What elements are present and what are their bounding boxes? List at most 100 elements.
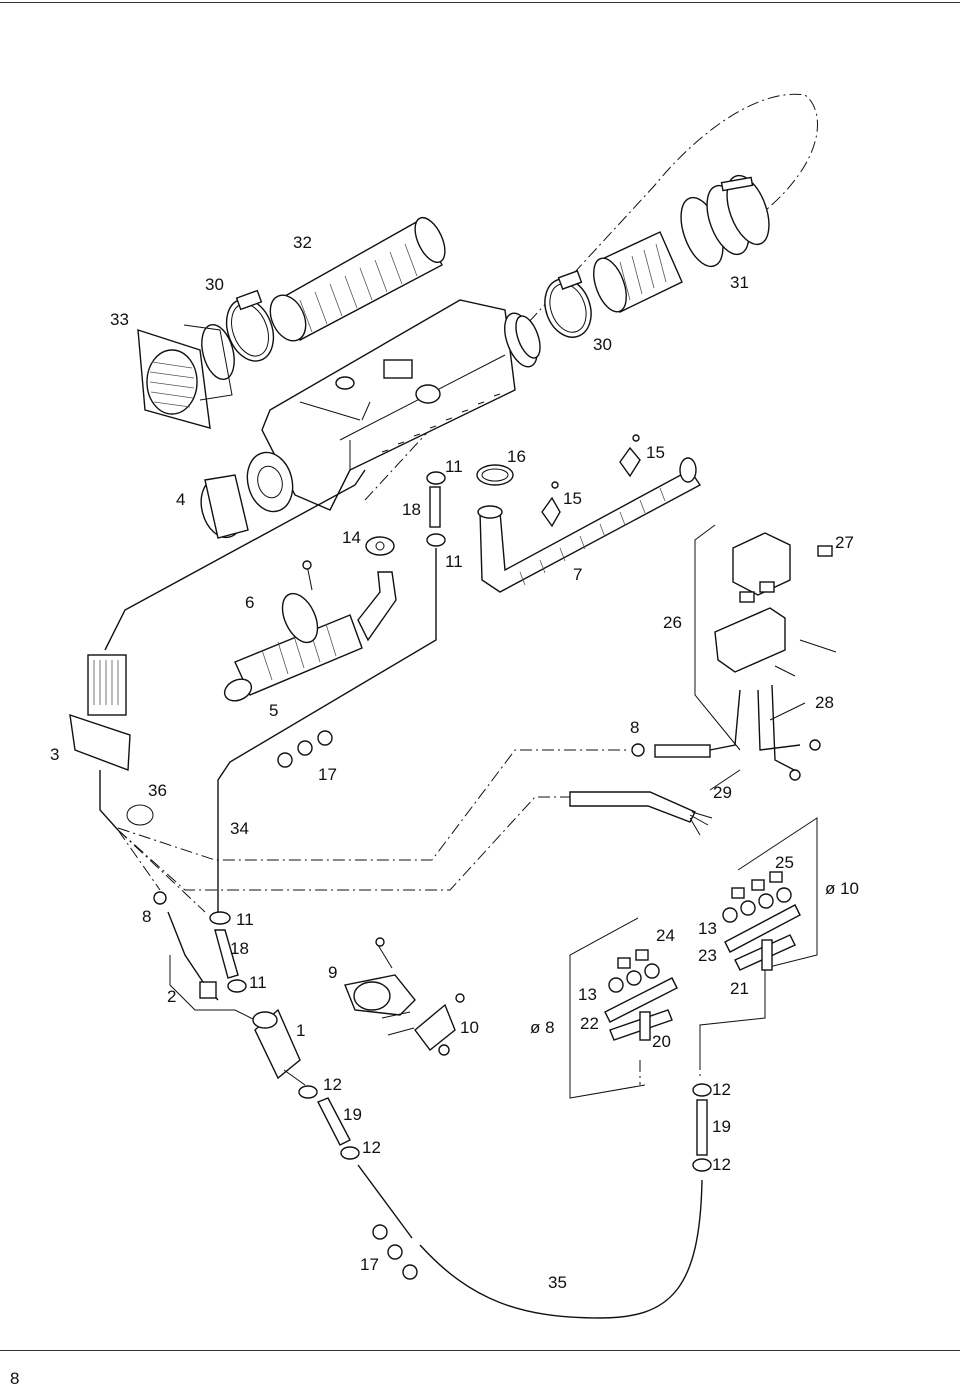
fuel-hose-18-low: [214, 929, 239, 979]
relay-26: [732, 532, 791, 596]
label-2: 2: [167, 987, 176, 1006]
label-18-low: 18: [230, 939, 249, 958]
label-11-a: 11: [445, 457, 463, 476]
label-15-b: 15: [563, 489, 582, 508]
label-16: 16: [507, 447, 526, 466]
connector-kit-diameter-8: [604, 949, 678, 1041]
label-1: 1: [296, 1021, 305, 1040]
route-line-wiring-3: [117, 829, 161, 891]
label-35: 35: [548, 1273, 567, 1292]
clamp-11-a: [426, 471, 446, 485]
wiring-harness-3: [69, 469, 366, 831]
label-19-b: 19: [712, 1117, 731, 1136]
label-12-d: 12: [712, 1155, 731, 1174]
label-8-top: 8: [630, 718, 639, 737]
clamp-11-d: [227, 979, 247, 993]
label-9: 9: [328, 963, 337, 982]
warm-air-hose-32: [269, 216, 446, 342]
label-11-b: 11: [445, 552, 463, 571]
pipe-clip-15-a: [541, 481, 561, 528]
clamp-12-b: [340, 1146, 360, 1160]
label-18-top: 18: [402, 500, 421, 519]
fuel-line-34: [217, 548, 437, 912]
fuse-27: [817, 545, 833, 557]
wire-seal-2: [167, 911, 219, 1001]
label-13-a: 13: [698, 919, 717, 938]
label-6: 6: [245, 593, 254, 612]
label-10: 10: [460, 1018, 479, 1037]
fuse-holder-base: [714, 581, 837, 677]
label-17-bottom: 17: [360, 1255, 379, 1274]
hose-clamp-30-right: [544, 270, 592, 338]
label-o8: ø 8: [530, 1018, 555, 1037]
fuel-pump-1: [252, 1008, 306, 1086]
label-13-b: 13: [578, 985, 597, 1004]
clamp-11-b: [426, 533, 446, 547]
bracket-frame-relay-kit: [694, 524, 741, 751]
part-labels: 32 30 33 31 30 16 15 15 11 4 18 14 11 7 …: [50, 233, 859, 1292]
label-o10: ø 10: [825, 879, 859, 898]
cable-tie-36: [126, 804, 154, 826]
label-5: 5: [269, 701, 278, 720]
pipe-clip-15-b: [619, 434, 641, 478]
label-23: 23: [698, 946, 717, 965]
fuel-line-35: [357, 1164, 703, 1319]
label-21: 21: [730, 979, 749, 998]
label-24: 24: [656, 926, 675, 945]
air-outlet-grille-33: [137, 323, 235, 429]
label-17-top: 17: [318, 765, 337, 784]
leader-line-28: [769, 702, 806, 721]
pipe-clamps-17-bottom: [372, 1224, 418, 1280]
pipe-clamps-17-top: [277, 730, 333, 768]
label-12-c: 12: [362, 1138, 381, 1157]
route-line-wiring-2: [117, 796, 570, 891]
exploded-view-drawing: 32 30 33 31 30 16 15 15 11 4 18 14 11 7 …: [50, 93, 859, 1319]
clamp-12-c: [692, 1083, 712, 1097]
clamp-11-c: [209, 911, 231, 925]
label-36: 36: [148, 781, 167, 800]
fuel-hose-18-top: [429, 486, 441, 528]
label-15-a: 15: [646, 443, 665, 462]
label-29: 29: [713, 783, 732, 802]
bottom-rule: [0, 1350, 960, 1351]
route-line-exhaust-loop: [364, 93, 818, 501]
bracket-frame-fuel-pump: [169, 955, 256, 1021]
label-26: 26: [663, 613, 682, 632]
label-14: 14: [342, 528, 361, 547]
label-4: 4: [176, 490, 185, 509]
screw-6: [302, 560, 313, 591]
label-27: 27: [835, 533, 854, 552]
clamp-12-a: [298, 1085, 318, 1099]
hose-clamp-16: [476, 464, 514, 486]
grommet-8-left: [153, 891, 167, 905]
label-31: 31: [730, 273, 749, 292]
label-12-a: 12: [323, 1075, 342, 1094]
label-12-b: 12: [712, 1080, 731, 1099]
top-rule: [0, 2, 960, 3]
label-22: 22: [580, 1014, 599, 1033]
fuse-wires-28: [709, 684, 821, 781]
label-30-right: 30: [593, 335, 612, 354]
label-30-top: 30: [205, 275, 224, 294]
bracket-frame-diameter-10-kit: [699, 817, 818, 1058]
label-28: 28: [815, 693, 834, 712]
clamp-14: [365, 536, 395, 556]
label-11-d: 11: [249, 973, 267, 992]
hose-clamp-30-left: [225, 289, 275, 362]
exhaust-silencer-5: [223, 571, 397, 702]
cable-end-frayed: [569, 791, 713, 836]
label-11-c: 11: [236, 910, 254, 929]
connector-kit-diameter-10: [722, 871, 801, 971]
clamp-12-d: [692, 1158, 712, 1172]
pump-bracket-9: [344, 937, 416, 1016]
label-19-a: 19: [343, 1105, 362, 1124]
label-34: 34: [230, 819, 249, 838]
leader-line-29: [709, 769, 741, 791]
bracket-frame-diameter-8-kit: [569, 917, 646, 1099]
label-25: 25: [775, 853, 794, 872]
filter-cap-4: [200, 451, 294, 539]
label-8-left: 8: [142, 907, 151, 926]
grommet-8-top: [631, 743, 645, 757]
route-line-wiring-1: [117, 749, 630, 861]
heater-unit: [261, 299, 541, 511]
